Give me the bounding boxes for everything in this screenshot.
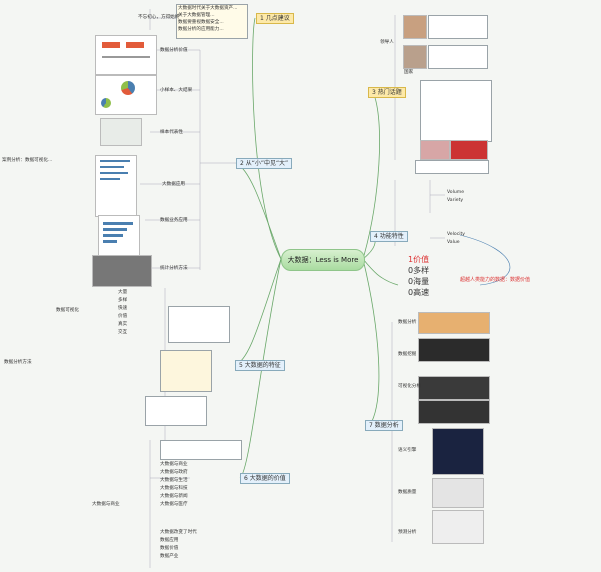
b1-item: 大数据时代关于大数据资产...	[178, 6, 238, 11]
b2-side-note: 案例分析：数据可视化...	[2, 158, 53, 163]
b4-item: Variety	[447, 198, 464, 203]
bar-thumbnail	[98, 215, 140, 257]
news-banner	[450, 140, 488, 160]
variety-number: 0多样	[408, 266, 430, 275]
b5-item: 多样	[118, 298, 128, 303]
branch-topic-2[interactable]: 2 从“小”中见“大”	[236, 158, 293, 169]
people-photo	[432, 478, 484, 508]
b6-item: 大数据与生活	[160, 478, 188, 483]
b5-note-box	[160, 350, 212, 392]
b2-item: 数据分析价值	[160, 48, 188, 53]
branch-topic-7[interactable]: 7 数据分析	[365, 420, 403, 431]
b2-item: 大数据应用	[162, 182, 185, 187]
branch-topic-5[interactable]: 5 大数据的特征	[235, 360, 285, 371]
news-note-box	[415, 160, 489, 174]
policy-note-box	[420, 80, 492, 142]
b7-item: 语义引擎	[398, 448, 417, 453]
b5-note-box	[168, 306, 230, 343]
b1-item: 数据要重视数据安全...	[178, 20, 224, 25]
b6-side-label: 大数据与商业	[92, 502, 120, 507]
b7-item: 数据分析	[398, 320, 417, 325]
b3-item: 国家	[404, 70, 414, 75]
b4-note: 超越人类能力的数据：数据价值	[460, 277, 531, 283]
central-topic[interactable]: 大数据：Less is More	[281, 249, 365, 271]
b5-side-label: 数据可视化	[56, 308, 79, 313]
b8-item: 大数据改变了时代	[160, 530, 197, 535]
b4-item: Value	[447, 240, 460, 245]
b5-item: 交互	[118, 330, 128, 335]
b7-item: 预测分析	[398, 530, 417, 535]
b2-item: 数据业务应用	[160, 218, 188, 223]
b8-item: 数据产业	[160, 554, 179, 559]
car-photo	[418, 376, 490, 400]
b5-side-label: 数据分析方法	[4, 360, 32, 365]
volume-number: 0海量	[408, 277, 430, 286]
leader-note-box	[428, 45, 488, 69]
news-photo	[432, 510, 484, 544]
bubble-chart	[432, 428, 484, 475]
b5-item: 真实	[118, 322, 128, 327]
b5-table-box	[145, 396, 207, 426]
list-thumbnail	[95, 155, 137, 217]
branch-topic-6[interactable]: 6 大数据的价值	[240, 473, 290, 484]
leader-note-box	[428, 15, 488, 39]
b5-item: 价值	[118, 314, 128, 319]
b7-item: 可视化分析	[398, 384, 421, 389]
b2-item: 小样本、大结果	[160, 88, 193, 93]
b6-note-box	[160, 440, 242, 460]
b3-item: 领导人	[380, 40, 394, 45]
food-photo	[418, 312, 490, 334]
b6-item: 大数据与商业	[160, 462, 188, 467]
value-number: 1价值	[408, 255, 430, 264]
b4-item: Volume	[447, 190, 465, 195]
velocity-number: 0高速	[408, 288, 430, 297]
branch-topic-1[interactable]: 1 几点建议	[256, 13, 294, 24]
b1-label: 不忘初心，方得始终	[138, 15, 180, 20]
b5-item: 快速	[118, 306, 128, 311]
b2-item: 统计分析方法	[160, 266, 188, 271]
b4-item: Velocity	[447, 232, 466, 237]
news-photo	[420, 140, 450, 160]
car-photo	[418, 338, 490, 362]
b6-item: 大数据与科技	[160, 486, 188, 491]
pie-thumbnail	[95, 75, 157, 115]
b7-item: 数据挖掘	[398, 352, 417, 357]
b1-item: 关于大数据管理...	[178, 13, 215, 18]
b1-items-box	[176, 4, 248, 39]
b8-item: 数据价值	[160, 546, 179, 551]
b1-item: 数据分析的应用能力...	[178, 27, 224, 32]
leader-photo	[403, 15, 427, 39]
branch-topic-4[interactable]: 4 功能特性	[370, 231, 408, 242]
b6-item: 大数据与新闻	[160, 494, 188, 499]
photo-collage-thumbnail	[92, 255, 152, 287]
b6-item: 大数据与医疗	[160, 502, 188, 507]
branch-topic-3[interactable]: 3 热门话题	[368, 87, 406, 98]
chart-thumbnail	[95, 35, 157, 75]
photo-thumbnail	[100, 118, 142, 146]
b5-item: 大量	[118, 290, 128, 295]
leader-photo	[403, 45, 427, 69]
b7-item: 数据质量	[398, 490, 417, 495]
b6-item: 大数据与政府	[160, 470, 188, 475]
b2-item: 样本代表性	[160, 130, 183, 135]
b8-item: 数据应用	[160, 538, 179, 543]
car-photo	[418, 400, 490, 424]
